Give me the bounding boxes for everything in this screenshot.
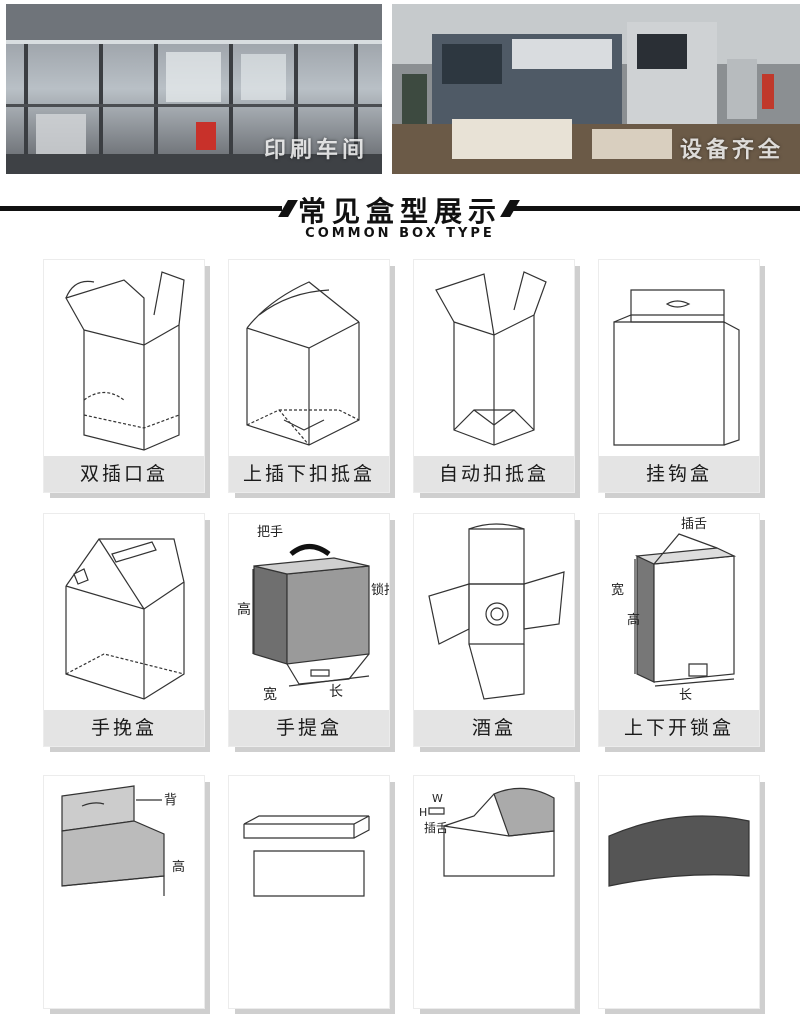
high-annotation: 高: [172, 859, 185, 875]
top-tuck-lock-bottom-box-icon: [246, 281, 360, 446]
tuck-tongue-annotation-2: 插舌: [424, 821, 448, 835]
width-annotation: 宽: [611, 582, 624, 598]
box-label: 上插下扣抵盒: [229, 456, 389, 492]
section-subtitle: COMMON BOX TYPE: [305, 226, 495, 241]
hang-tab-box-icon: [613, 289, 740, 446]
tuck-tongue-box-icon: W H 插舌: [419, 787, 555, 877]
top-bottom-lock-box-icon: 插舌 宽 高 长: [611, 517, 737, 703]
workshop-photo: 印刷车间: [6, 4, 382, 174]
tuck-tongue-annotation: 插舌: [681, 517, 707, 532]
double-tuck-box-icon: [65, 271, 185, 451]
handle-cutout-box-icon: [65, 538, 185, 700]
box-label: 手提盒: [229, 710, 389, 746]
box-label: 挂钩盒: [599, 456, 759, 492]
equipment-caption: 设备齐全: [679, 138, 784, 163]
box-label: 双插口盒: [44, 456, 204, 492]
box-label: 自动扣抵盒: [414, 456, 574, 492]
pillow-box-icon: [608, 815, 750, 887]
width-annotation: 宽: [263, 686, 277, 703]
section-header: 常见盒型展示 COMMON BOX TYPE: [0, 186, 800, 246]
section-title: 常见盒型展示: [297, 195, 502, 228]
box-label: 手挽盒: [44, 710, 204, 746]
auto-lock-bottom-box-icon: [435, 271, 547, 446]
box-label: 酒盒: [414, 710, 574, 746]
wine-box-icon: [428, 523, 565, 700]
buckle-annotation: 锁扣: [371, 582, 389, 598]
divider-right: [512, 206, 800, 211]
equipment-photo: 设备齐全: [392, 4, 800, 174]
box-label: 上下开锁盒: [599, 710, 759, 746]
handle-annotation: 把手: [257, 525, 283, 540]
w-annotation: W: [432, 792, 443, 805]
height-annotation-2: 高: [627, 612, 640, 628]
height-annotation: 高: [237, 601, 251, 618]
length-annotation: 长: [329, 684, 343, 700]
length-annotation-2: 长: [679, 688, 692, 703]
workshop-caption: 印刷车间: [263, 138, 368, 163]
h-annotation: H: [419, 806, 427, 819]
lid-base-box-icon: [243, 815, 370, 897]
divider-left: [0, 206, 282, 211]
hang-tab-back-box-icon: 背 高: [61, 785, 185, 896]
back-annotation: 背: [164, 793, 177, 808]
carry-handle-box-icon: 把手 高 锁扣 宽 长: [237, 525, 389, 703]
